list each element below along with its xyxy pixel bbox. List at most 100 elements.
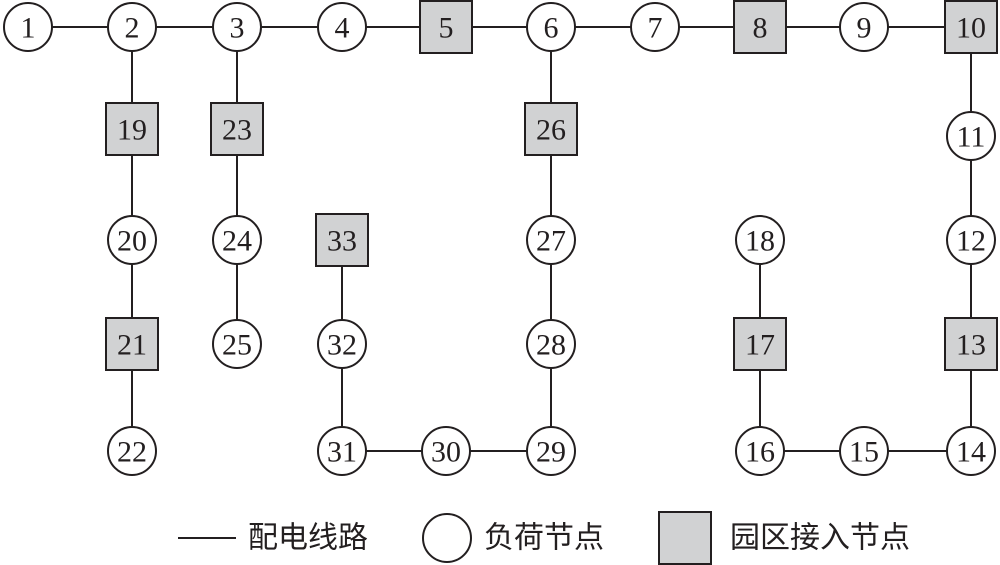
- node-22: 22: [107, 426, 157, 476]
- load-node-circle: [3, 2, 53, 52]
- load-node-circle: [212, 2, 262, 52]
- legend-park-swatch: [658, 511, 712, 565]
- node-4: 4: [317, 2, 367, 52]
- node-label: 17: [745, 329, 775, 362]
- load-node-circle: [107, 2, 157, 52]
- park-node-square: [105, 317, 159, 371]
- node-label: 4: [335, 12, 350, 45]
- node-9: 9: [839, 2, 889, 52]
- load-node-circle: [946, 426, 996, 476]
- load-node-circle: [526, 2, 576, 52]
- node-32: 32: [317, 319, 367, 369]
- node-label: 15: [849, 436, 879, 469]
- node-12: 12: [946, 215, 996, 265]
- load-node-circle: [526, 319, 576, 369]
- park-node-square: [944, 0, 998, 54]
- legend-park-label: 园区接入节点: [730, 521, 910, 556]
- load-node-circle: [735, 426, 785, 476]
- node-27: 27: [526, 215, 576, 265]
- node-16: 16: [735, 426, 785, 476]
- park-node-square: [733, 317, 787, 371]
- park-node-square: [419, 0, 473, 54]
- node-label: 27: [536, 225, 566, 258]
- node-label: 31: [327, 436, 357, 469]
- node-2: 2: [107, 2, 157, 52]
- node-label: 14: [956, 436, 986, 469]
- node-label: 10: [956, 12, 986, 45]
- node-7: 7: [630, 2, 680, 52]
- load-node-circle: [107, 426, 157, 476]
- load-node-circle: [317, 2, 367, 52]
- node-3: 3: [212, 2, 262, 52]
- node-26: 26: [524, 102, 578, 156]
- node-label: 11: [957, 121, 986, 154]
- node-label: 28: [536, 329, 566, 362]
- node-label: 7: [648, 12, 663, 45]
- legend-line-label: 配电线路: [248, 521, 368, 556]
- load-node-circle: [212, 319, 262, 369]
- node-label: 32: [327, 329, 357, 362]
- node-label: 18: [745, 225, 775, 258]
- node-label: 5: [439, 12, 454, 45]
- node-19: 19: [105, 102, 159, 156]
- node-21: 21: [105, 317, 159, 371]
- node-23: 23: [210, 102, 264, 156]
- legend: 配电线路 负荷节点 园区接入节点: [178, 511, 910, 565]
- load-node-circle: [317, 319, 367, 369]
- load-node-circle: [946, 111, 996, 161]
- load-node-circle: [839, 2, 889, 52]
- node-label: 29: [536, 436, 566, 469]
- node-label: 16: [745, 436, 775, 469]
- node-1: 1: [3, 2, 53, 52]
- node-label: 3: [230, 12, 245, 45]
- node-17: 17: [733, 317, 787, 371]
- node-11: 11: [946, 111, 996, 161]
- node-label: 13: [956, 329, 986, 362]
- load-node-circle: [421, 426, 471, 476]
- node-label: 30: [431, 436, 461, 469]
- node-15: 15: [839, 426, 889, 476]
- node-label: 33: [327, 225, 357, 258]
- node-28: 28: [526, 319, 576, 369]
- node-label: 6: [544, 12, 559, 45]
- park-node-square: [524, 102, 578, 156]
- node-10: 10: [944, 0, 998, 54]
- load-node-circle: [946, 215, 996, 265]
- node-label: 12: [956, 225, 986, 258]
- node-label: 8: [753, 12, 768, 45]
- load-node-circle: [212, 215, 262, 265]
- legend-load-swatch: [422, 513, 472, 563]
- legend-load-label: 负荷节点: [484, 521, 604, 556]
- node-18: 18: [735, 215, 785, 265]
- node-31: 31: [317, 426, 367, 476]
- load-node-circle: [839, 426, 889, 476]
- load-node-circle: [526, 426, 576, 476]
- node-25: 25: [212, 319, 262, 369]
- node-29: 29: [526, 426, 576, 476]
- park-node-square: [733, 0, 787, 54]
- node-5: 5: [419, 0, 473, 54]
- node-6: 6: [526, 2, 576, 52]
- node-label: 24: [222, 225, 252, 258]
- park-node-square: [105, 102, 159, 156]
- load-node-circle: [630, 2, 680, 52]
- node-20: 20: [107, 215, 157, 265]
- park-node-square: [944, 317, 998, 371]
- node-24: 24: [212, 215, 262, 265]
- load-node-circle: [317, 426, 367, 476]
- node-8: 8: [733, 0, 787, 54]
- node-label: 22: [117, 436, 147, 469]
- node-30: 30: [421, 426, 471, 476]
- edges-layer: [28, 26, 972, 452]
- load-node-circle: [526, 215, 576, 265]
- node-label: 25: [222, 329, 252, 362]
- node-label: 1: [21, 12, 36, 45]
- node-label: 21: [117, 329, 147, 362]
- node-label: 20: [117, 225, 147, 258]
- node-33: 33: [315, 213, 369, 267]
- park-node-square: [210, 102, 264, 156]
- node-13: 13: [944, 317, 998, 371]
